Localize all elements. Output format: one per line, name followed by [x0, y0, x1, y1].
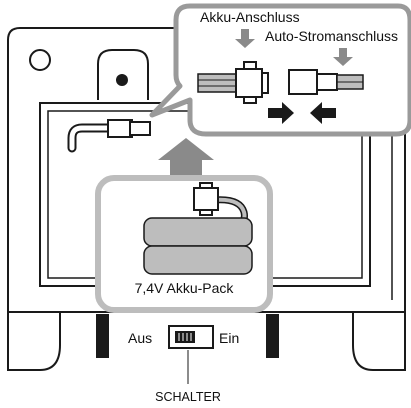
battery-pack-connector-latch	[199, 182, 213, 216]
battery-pack-label: 7,4V Akku-Pack	[135, 280, 235, 296]
battery-connector-label: Akku-Anschluss	[200, 9, 300, 25]
converging-arrows-icon	[268, 102, 294, 124]
car-power-connector-label: Auto-Stromanschluss	[265, 28, 398, 44]
down-arrow-icon	[235, 29, 255, 48]
switch-off-label: Aus	[128, 330, 152, 346]
battery-connector-body	[235, 68, 263, 98]
housing-right-leg	[352, 312, 406, 371]
battery-pack-connector	[193, 187, 219, 211]
right-rail	[266, 314, 279, 358]
battery-connector-tip	[261, 72, 269, 94]
down-arrow-icon-2	[333, 48, 353, 66]
battery-wire-bundle	[197, 73, 237, 93]
up-arrow-icon	[158, 138, 214, 180]
left-rail	[96, 314, 109, 358]
callout-bubble	[149, 3, 411, 137]
power-switch[interactable]	[168, 325, 214, 349]
converging-arrows-icon-2	[310, 102, 336, 124]
switch-slider	[175, 331, 195, 343]
car-power-wire-core	[69, 125, 113, 151]
switch-on-label: Ein	[219, 330, 239, 346]
tab-hole-icon	[116, 74, 128, 86]
battery-connector-latch	[243, 61, 257, 104]
battery-cell-bottom	[143, 245, 253, 275]
switch-label: SCHALTER	[155, 390, 221, 404]
housing-left-leg	[7, 312, 61, 371]
car-connector-body	[288, 69, 318, 95]
car-power-connector-plug	[129, 121, 151, 136]
car-connector-sleeve	[316, 73, 338, 91]
battery-cell-top	[143, 217, 253, 247]
car-power-connector-housing	[107, 119, 133, 138]
mounting-hole-icon	[29, 49, 51, 71]
